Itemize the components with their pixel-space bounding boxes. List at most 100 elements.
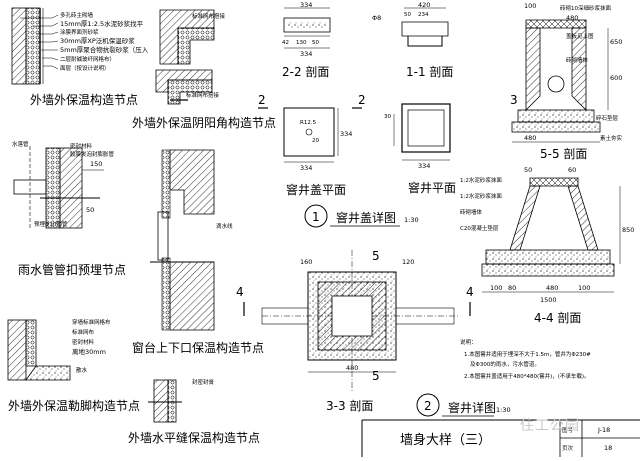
note-plaster-in: 1:2水泥砂浆抹面	[460, 176, 502, 184]
dim-100: 100	[524, 2, 536, 10]
caption-sec-33: 3-3 剖面	[326, 399, 373, 413]
mark-5a: 5	[372, 249, 380, 263]
caption-well-plan: 窨井平面	[408, 180, 456, 195]
mark-5b: 5	[372, 369, 380, 383]
detail-ext-wall: 多孔砖主砌墙 15mm厚1:2.5水泥砂浆找平 涂膜界面剂砂浆 30mm厚XP泛…	[11, 7, 149, 107]
dim-50-rain: 50	[86, 206, 94, 214]
note-joint-sealant: 封密封膏	[192, 378, 215, 386]
cover-section-22: 334 42 130 50 334 2-2 剖面	[282, 1, 331, 79]
well-section-33: 5 5 4 4 480 160 120 3-3 剖面	[236, 249, 474, 413]
note-drip: 滴水线	[216, 222, 233, 230]
caption-window-sill: 窗台上下口保温构造节点	[132, 340, 264, 355]
caption-rain-pipe: 雨水管管扣预埋节点	[18, 262, 126, 277]
note-gravel: 碎石垫层	[596, 114, 619, 122]
cover-detail-number: 1	[312, 210, 320, 224]
dim-334-d: 334	[300, 164, 312, 172]
cover-plan: 2 2 R12.5 20 334 334 窨井盖平面	[258, 93, 366, 197]
dim-60: 60	[568, 166, 576, 174]
caption-sec-11: 1-1 剖面	[406, 65, 453, 79]
dim-50-a: 50	[312, 40, 319, 46]
dim-480-b: 480	[524, 134, 536, 142]
well-detail-number: 2	[424, 399, 432, 413]
cover-detail-title: 1 窨井盖详图 1:30	[304, 204, 419, 228]
note-plinth-sealant: 密封材料	[72, 338, 95, 346]
dim-30: 30	[384, 114, 391, 120]
dim-50-b: 50	[404, 12, 411, 18]
dim-850: 850	[622, 226, 634, 234]
dim-334-c: 334	[340, 130, 352, 138]
caption-sec-55: 5-5 剖面	[540, 147, 587, 161]
layer-note-6: 二层耐碱玻纤网格布）	[60, 55, 115, 63]
layer-note-1: 多孔砖主砌墙	[60, 11, 94, 19]
cover-detail-scale: 1:30	[404, 216, 419, 224]
cover-detail-title-text: 窨井盖详图	[336, 210, 396, 225]
layer-note-4: 30mm厚XP泛机保温砂浆	[60, 36, 135, 45]
dim-334-b: 334	[300, 50, 312, 58]
dim-650: 650	[610, 38, 622, 46]
note-plinth-30mm: 离地30mm	[72, 347, 106, 356]
note-std-mesh-lap-2: 标准网布搭接	[186, 91, 220, 99]
caption-horiz-joint: 外墙水平缝保温构造节点	[128, 430, 260, 445]
note-plaster-out: 1:2水泥砂浆抹面	[460, 192, 502, 200]
dim-120: 120	[402, 258, 414, 266]
well-specs: 说明： 1.本图窨井适用于埋深不大于1.5m，管井为Φ230# 及Φ300的雨水…	[460, 338, 591, 380]
watermark: 住工公园	[520, 418, 580, 434]
title-block-code: J-18	[597, 426, 610, 434]
caption-sec-22: 2-2 剖面	[282, 65, 329, 79]
dim-480: 480	[566, 14, 578, 22]
layer-note-5: 5mm厚聚合物抗裂砂浆（压入	[60, 45, 149, 54]
title-block-page: 18	[604, 444, 612, 452]
dim-480-c: 480	[546, 284, 558, 292]
note-mortar-20: 砖砌10深细砂浆抹面	[560, 4, 611, 12]
well-section-44: 50 60 1:2水泥砂浆抹面 1:2水泥砂浆抹面 砖砌墙体 C20混凝土垫层 …	[460, 166, 634, 325]
caption-sec-44: 4-4 剖面	[534, 311, 581, 325]
note-anchor: 预埋Φ10钢管	[34, 220, 68, 228]
note-brick-2: 砖砌墙体	[460, 208, 483, 216]
dim-phi8: Φ8	[372, 14, 381, 22]
dim-420: 420	[418, 1, 430, 9]
title-block-title: 墙身大样（三）	[400, 432, 491, 448]
dim-480-33: 480	[346, 364, 358, 372]
detail-horiz-joint: 封密封膏 外墙水平缝保温构造节点	[128, 378, 260, 445]
well-detail-scale: 1:30	[496, 406, 511, 414]
title-block-page-label: 页次	[562, 444, 574, 452]
dim-50-c: 50	[524, 166, 532, 174]
dim-130: 130	[296, 40, 307, 46]
layer-note-3: 涂膜界面剂砂浆	[60, 28, 99, 36]
caption-ext-wall: 外墙外保温构造节点	[30, 92, 138, 107]
dim-150: 150	[90, 160, 102, 168]
dim-600: 600	[610, 74, 622, 82]
dim-100-c: 100	[578, 284, 590, 292]
dim-80: 80	[508, 284, 516, 292]
mark-4a: 4	[236, 285, 244, 299]
detail-plinth: 穿墙标准网格布 标准网布 密封材料 离地30mm 散水 外墙外保温勒脚构造节点	[7, 318, 140, 413]
layer-note-2: 15mm厚1:2.5水泥砂浆找平	[60, 19, 144, 28]
dim-334-a: 334	[300, 1, 312, 9]
note-sealant: 密封材料	[70, 142, 93, 150]
well-detail-title-text: 窨井详图	[448, 400, 496, 415]
dim-334-e: 334	[418, 162, 430, 170]
dim-100-b: 100	[490, 284, 502, 292]
dim-160: 160	[300, 258, 312, 266]
mark-4b: 4	[466, 285, 474, 299]
detail-window-sill: 滴水线 窗台上下口保温构造节点	[132, 149, 264, 355]
note-std-mesh-lap-1: 标准网布搭接	[192, 12, 226, 20]
spec-3: 2.本图窨井盖适用于480*480(窨井)，(不承车载)。	[464, 372, 590, 380]
dim-1500: 1500	[540, 296, 557, 304]
dim-r125: R12.5	[300, 120, 317, 126]
spec-2: 及Φ300的雨水，污水管道。	[470, 360, 540, 368]
note-plinth-mesh: 标准网布	[72, 328, 95, 336]
spec-1: 1.本图窨井适用于埋深不大于1.5m，管井为Φ230#	[464, 350, 591, 358]
well-plan-small: 30 334 窨井平面	[384, 103, 456, 195]
dim-42: 42	[282, 40, 289, 46]
caption-inner-corner: 外墙外保温阴阳角构造节点	[132, 115, 276, 130]
note-base-2: C20混凝土垫层	[460, 224, 499, 232]
well-section-55: 砖砌10深细砂浆抹面 100 480 盖板见上图 砖砌墙体 650 600 碎石…	[510, 2, 623, 161]
mark-2b: 2	[358, 93, 366, 107]
note-apron: 散水	[76, 366, 88, 374]
title-block: 墙身大样（三） 图号 页次 J-18 18	[361, 419, 640, 457]
dim-20: 20	[312, 138, 319, 144]
mark-3a: 3	[510, 93, 518, 107]
cover-section-11: Φ8 420 50 234 1-1 剖面	[372, 1, 453, 79]
